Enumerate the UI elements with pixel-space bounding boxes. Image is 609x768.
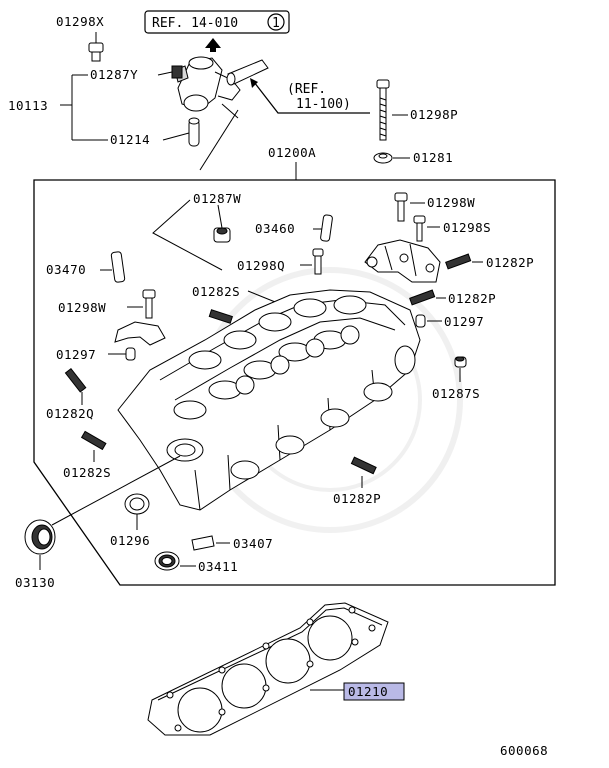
stud-01282p-bottom-icon	[350, 456, 377, 475]
seal-03411-icon	[154, 551, 180, 571]
plug-01297-left-icon	[125, 347, 136, 361]
label-01297-right: 01297	[444, 314, 484, 329]
label-01282p-r2: 01282P	[448, 291, 496, 306]
bolt-01298p-icon	[376, 79, 390, 141]
bearing-cap-icon	[114, 321, 166, 346]
up-arrow-icon	[205, 38, 221, 52]
stud-01282s-top-icon	[208, 309, 234, 324]
label-03411: 03411	[198, 559, 238, 574]
label-01287w: 01287W	[193, 191, 241, 206]
label-01282s-left: 01282S	[63, 465, 111, 480]
stud-01282p-r2-icon	[409, 289, 436, 306]
ref-11-100-line1: (REF.	[287, 82, 326, 97]
washer-01281-icon	[373, 152, 393, 164]
stud-01282q-icon	[64, 367, 87, 393]
stud-01282p-r1-icon	[445, 253, 472, 270]
label-03460: 03460	[255, 221, 295, 236]
label-01297-left: 01297	[56, 347, 96, 362]
main-assembly-frame	[33, 179, 556, 586]
label-01281: 01281	[413, 150, 453, 165]
tube-icon	[226, 59, 269, 86]
part-01210-highlight	[343, 682, 405, 701]
label-01298w-top: 01298W	[427, 195, 475, 210]
water-outlet-fitting-icon	[174, 56, 241, 112]
ref-14-010-circle-number: 1	[272, 16, 280, 31]
seal-01296-icon	[124, 493, 150, 515]
label-01296: 01296	[110, 533, 150, 548]
bolt-01298s-icon	[413, 215, 426, 242]
seal-03407-icon	[191, 535, 215, 551]
label-01282p-r1: 01282P	[486, 255, 534, 270]
plug-01287w-icon	[213, 227, 231, 243]
bolt-01298x-icon	[88, 42, 104, 62]
stud-01282s-left-icon	[80, 430, 107, 451]
plug-01287s-icon	[454, 356, 467, 368]
bolt-01298w-top-icon	[394, 192, 408, 222]
ref-circle-icon	[267, 13, 285, 31]
label-10113: 10113	[8, 98, 48, 113]
label-01214: 01214	[110, 132, 150, 147]
bolt-01298q-icon	[312, 248, 324, 275]
label-01298s: 01298S	[443, 220, 491, 235]
label-01282q: 01282Q	[46, 406, 94, 421]
label-01298q: 01298Q	[237, 258, 285, 273]
label-01298w-left: 01298W	[58, 300, 106, 315]
label-01287s: 01287S	[432, 386, 480, 401]
diagram-number: 600068	[500, 743, 548, 758]
pin-01214-icon	[188, 117, 200, 147]
label-03130: 03130	[15, 575, 55, 590]
pin-03470-icon	[110, 251, 126, 283]
bracket-icon	[364, 239, 441, 283]
label-03407: 03407	[233, 536, 273, 551]
label-01298x: 01298X	[56, 14, 104, 29]
label-01200a: 01200A	[268, 145, 316, 160]
ref-11-100-line2: 11-100)	[296, 97, 351, 112]
bolt-01298w-left-icon	[142, 289, 156, 319]
label-01287y: 01287Y	[90, 67, 138, 82]
head-gasket-icon	[147, 602, 389, 736]
label-01282p-bottom: 01282P	[333, 491, 381, 506]
cylinder-head-icon	[117, 289, 421, 511]
label-01282s-top: 01282S	[192, 284, 240, 299]
ref-14-010-box: REF. 14-010 1	[144, 10, 290, 34]
pin-03460-icon	[320, 214, 333, 242]
sensor-01287y-icon	[171, 65, 183, 79]
ref-14-010-label: REF. 14-010	[152, 16, 238, 31]
seal-03130-icon	[24, 519, 56, 555]
label-01210: 01210	[348, 684, 388, 699]
label-03470: 03470	[46, 262, 86, 277]
ref-arrow-icon	[250, 78, 258, 88]
plug-01297-right-icon	[415, 314, 426, 328]
label-01298p: 01298P	[410, 107, 458, 122]
